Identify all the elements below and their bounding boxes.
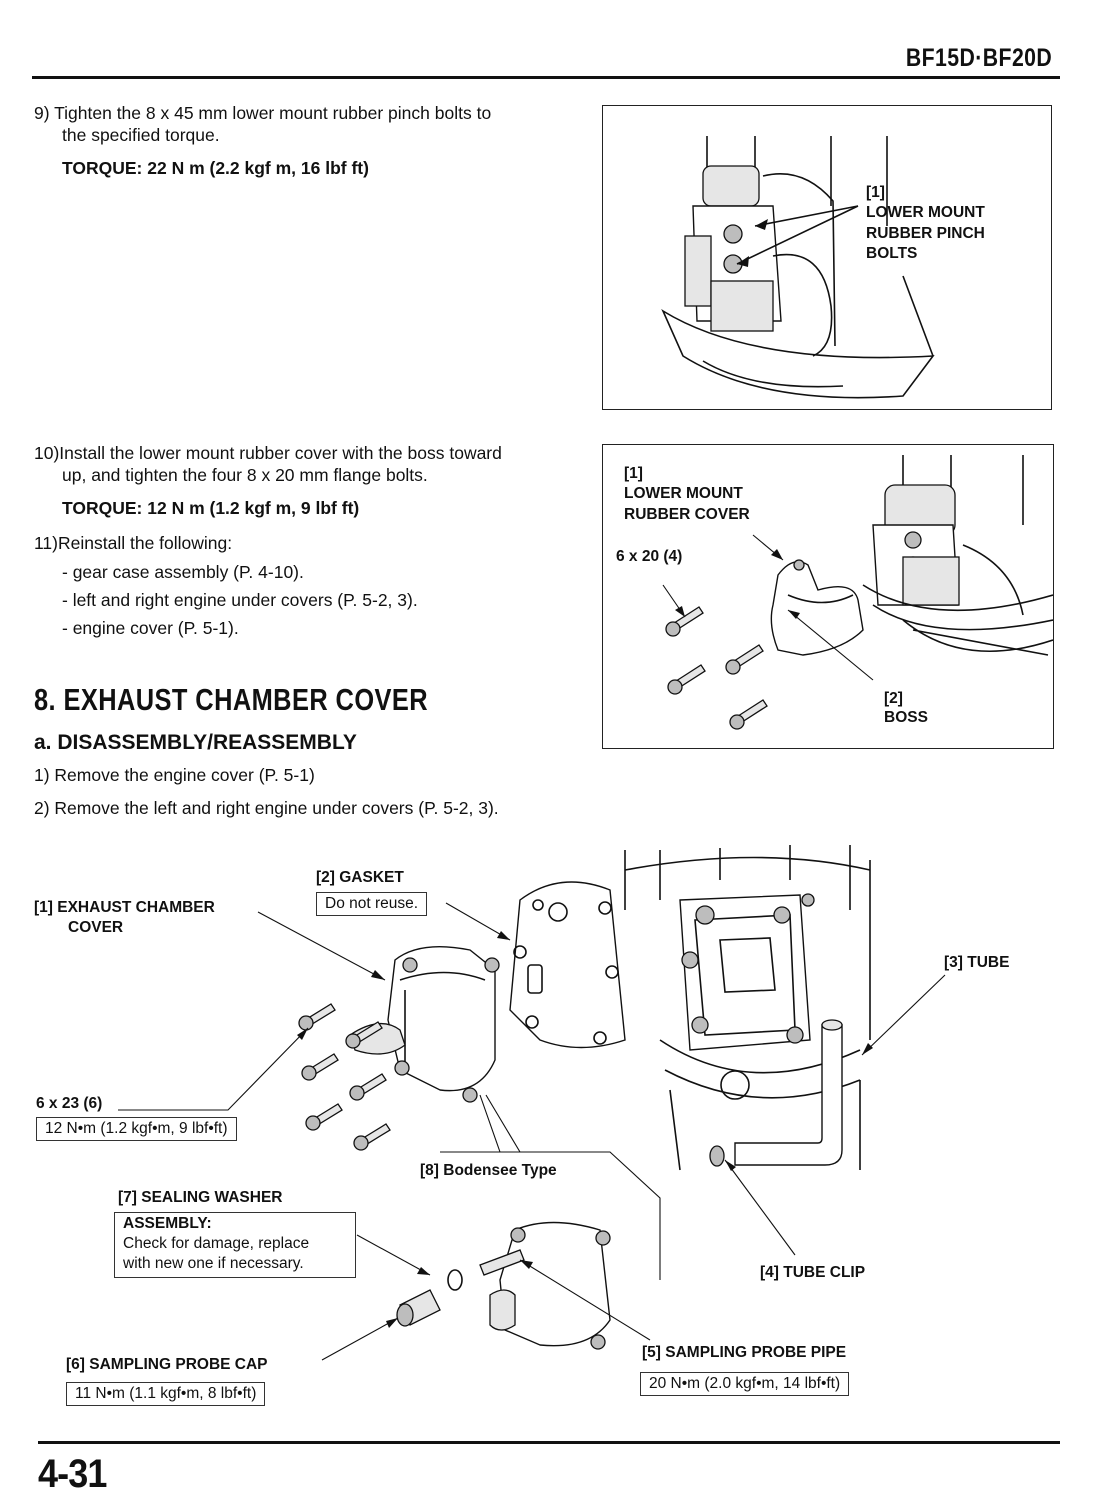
fig1-label-line2: RUBBER PINCH <box>866 225 985 242</box>
sealing-washer-note-title: ASSEMBLY: <box>123 1215 212 1232</box>
tube <box>709 1019 843 1167</box>
exhaust-cover-label-line2: COVER <box>68 919 124 936</box>
tube-clip-label: [4] TUBE CLIP <box>760 1264 866 1281</box>
engine-housing <box>624 845 871 1171</box>
sealing-washer-label: [7] SEALING WASHER <box>118 1189 283 1206</box>
step10-line1: 10)Install the lower mount rubber cover … <box>34 443 502 463</box>
sampling-probe-cap-label: [6] SAMPLING PROBE CAP <box>66 1356 268 1373</box>
fig2-label2-number: [2] <box>884 690 903 707</box>
fig1-label-number: [1] <box>866 184 885 201</box>
sealing-washer-and-cap <box>396 1269 463 1327</box>
step11-item: - gear case assembly (P. 4-10). <box>62 562 304 582</box>
flange-bolts <box>665 606 768 730</box>
exhaust-chamber-exploded-view <box>118 845 946 1361</box>
fig2-label1-line1: LOWER MOUNT <box>624 485 743 502</box>
step9-line2: the specified torque. <box>62 125 220 145</box>
bolts-6x23-torque: 12 N•m (1.2 kgf•m, 9 lbf•ft) <box>36 1117 237 1141</box>
header-rule <box>32 76 1060 79</box>
gasket <box>509 881 626 1049</box>
sampling-probe-cap-torque: 11 N•m (1.1 kgf•m, 8 lbf•ft) <box>66 1382 266 1406</box>
step11-item: - left and right engine under covers (P.… <box>62 590 418 610</box>
step9-line1: 9) Tighten the 8 x 45 mm lower mount rub… <box>34 103 492 123</box>
step9-torque: TORQUE: 22 N m (2.2 kgf m, 16 lbf ft) <box>62 158 369 178</box>
fig1-label-line1: LOWER MOUNT <box>866 204 985 221</box>
exhaust-chamber-cover <box>349 945 500 1103</box>
bodensee-type-cover <box>479 1221 611 1350</box>
section-step: 2) Remove the left and right engine unde… <box>34 798 499 818</box>
fig2-label1-number: [1] <box>624 465 643 482</box>
gasket-label: [2] GASKET <box>316 869 404 886</box>
step11-intro: 11)Reinstall the following: <box>34 533 233 553</box>
fig2-label2-line1: BOSS <box>884 709 928 726</box>
figure-pinch-bolts <box>602 105 1052 410</box>
document-model-header: BF15D·BF20D <box>905 44 1052 72</box>
sealing-washer-note-line2: with new one if necessary. <box>123 1255 304 1272</box>
sampling-probe-pipe-torque: 20 N•m (2.0 kgf•m, 14 lbf•ft) <box>640 1372 850 1396</box>
bolts-6x23-label: 6 x 23 (6) <box>36 1095 103 1112</box>
figure-rubber-cover <box>602 444 1054 749</box>
section-title: 8. EXHAUST CHAMBER COVER <box>34 682 429 717</box>
fig1-label-line3: BOLTS <box>866 245 918 262</box>
section-subtitle: a. DISASSEMBLY/REASSEMBLY <box>34 731 357 754</box>
flange-bolts-6x23 <box>298 1003 391 1151</box>
rubber-cover-illustration <box>662 455 1054 730</box>
bodensee-type-label: [8] Bodensee Type <box>420 1162 557 1179</box>
pinch-bolts-illustration <box>661 136 935 399</box>
tube-label: [3] TUBE <box>944 954 1010 971</box>
fig2-label1-line2: RUBBER COVER <box>624 506 750 523</box>
fig2-bolts-label: 6 x 20 (4) <box>616 548 683 565</box>
exhaust-cover-label-line1: [1] EXHAUST CHAMBER <box>34 899 215 916</box>
sealing-washer-note: ASSEMBLY: Check for damage, replace with… <box>114 1212 356 1278</box>
sealing-washer-note-line1: Check for damage, replace <box>123 1235 310 1252</box>
sampling-probe-pipe-label: [5] SAMPLING PROBE PIPE <box>642 1344 847 1361</box>
gasket-note: Do not reuse. <box>316 892 428 916</box>
leader-lines <box>118 902 946 1361</box>
footer-rule <box>38 1441 1060 1444</box>
step11-item: - engine cover (P. 5-1). <box>62 618 239 638</box>
page-number: 4-31 <box>38 1452 107 1496</box>
step10-torque: TORQUE: 12 N m (1.2 kgf m, 9 lbf ft) <box>62 498 360 518</box>
step10-line2: up, and tighten the four 8 x 20 mm flang… <box>62 465 428 485</box>
section-step: 1) Remove the engine cover (P. 5-1) <box>34 765 315 785</box>
